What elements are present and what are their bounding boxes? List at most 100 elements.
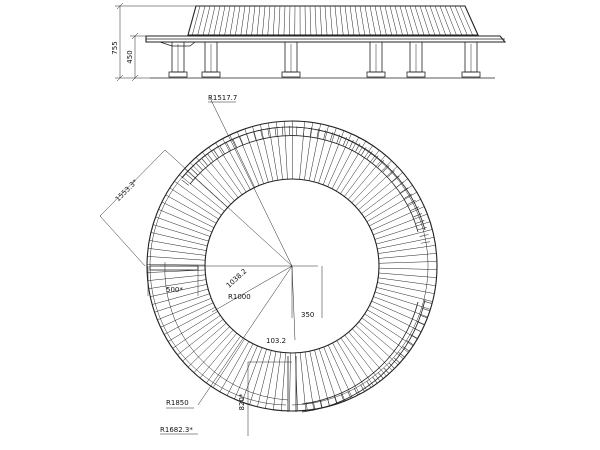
backrest-hatch (303, 126, 305, 136)
seat-slat (199, 333, 237, 379)
dim-r-sweep-inner: R1682.3* (160, 426, 193, 434)
backrest-hatch (186, 173, 194, 181)
seat-slat (168, 311, 218, 342)
seat-slat (212, 338, 245, 388)
backrest-slat (197, 5, 206, 36)
seat-slat (318, 127, 337, 184)
seat-slat (377, 282, 435, 294)
seat-slat (284, 121, 288, 180)
dim-r-center: R1000 (228, 293, 251, 301)
backrest-slat (379, 5, 387, 36)
seat-slat (367, 309, 418, 340)
backrest-hatch (361, 147, 367, 156)
seat-slat (202, 151, 239, 198)
seat-slat (195, 157, 235, 201)
backrest-hatch (355, 143, 361, 152)
bench-foot (406, 71, 426, 78)
seat-slat (371, 300, 425, 325)
backrest-hatch (424, 301, 433, 304)
backrest-hatch (388, 362, 395, 369)
seat-slat (179, 174, 225, 212)
backrest-hatch (392, 175, 400, 183)
backrest-slat (459, 5, 473, 36)
seat-slat (371, 206, 425, 231)
backrest-slat (389, 5, 398, 36)
seat-slat (148, 248, 206, 256)
backrest-slat (439, 5, 452, 36)
backrest-slat (208, 5, 216, 36)
backrest-hatch (413, 213, 422, 218)
backrest-hatch (422, 308, 430, 312)
seat-slat (364, 313, 414, 347)
seat-slat (323, 346, 346, 402)
seat-slat (241, 347, 263, 403)
backrest-hatch (387, 170, 395, 177)
backrest-slat (278, 5, 281, 36)
seat-slat (281, 352, 286, 411)
seat-slat (182, 322, 227, 362)
dim-total-height: 755 (111, 41, 119, 54)
seat-slat (340, 145, 373, 194)
backrest-slat (213, 5, 221, 36)
seat-slat (155, 216, 211, 237)
backrest-slat (374, 5, 382, 36)
seat-slat (177, 319, 224, 356)
seat-slat (160, 302, 214, 328)
backrest-hatch (260, 129, 263, 139)
seat-slat (304, 351, 314, 410)
backrest-hatch (253, 131, 257, 141)
circular-bench (146, 120, 438, 413)
seat-slats (147, 120, 437, 411)
backrest-hatch (402, 346, 410, 352)
backrest-slat (262, 5, 266, 36)
backrest-slat (202, 5, 211, 36)
backrest-hatch (196, 163, 203, 171)
backrest-slat (272, 5, 276, 36)
backrest-slat (414, 5, 425, 36)
seat-slat (150, 284, 208, 297)
seat-slat (309, 351, 322, 408)
backrest-hatch (410, 334, 418, 339)
backrest-hatch (400, 187, 409, 193)
seat-slat (355, 166, 398, 207)
backrest-slat (329, 5, 333, 36)
seat-slat (376, 287, 433, 302)
seat-slat (148, 279, 207, 289)
seat-slat (366, 191, 417, 222)
seat-slat (193, 329, 234, 373)
seat-slat (378, 253, 437, 259)
seat-slat (249, 349, 267, 405)
backrest-slat (369, 5, 376, 36)
backrest-slat (219, 5, 226, 36)
outer-seat-edge (146, 120, 438, 412)
seat-slat (149, 240, 207, 251)
backrest-band-lower (301, 299, 426, 413)
elevation-view: 755 450 (111, 2, 507, 82)
bench-foot (281, 71, 301, 78)
backrest-hatch (309, 127, 312, 137)
backrest-hatch (406, 340, 414, 346)
seat-slat (358, 321, 404, 360)
seat-slat (157, 298, 212, 321)
seat-surface (145, 35, 507, 43)
backrest-hatch (246, 133, 250, 143)
seat-slat (352, 328, 393, 371)
seat-slat (229, 134, 255, 188)
seat-slat (374, 221, 431, 240)
backrest-hatch (410, 206, 420, 211)
seat-slat (318, 348, 338, 404)
backrest-hatch (413, 327, 422, 333)
backrest-slat (344, 5, 349, 36)
backrest-slat (404, 5, 414, 36)
seat-slat (147, 264, 206, 266)
backrest-slat (304, 5, 306, 36)
dim-r-outer: R1517.7 (208, 94, 237, 102)
dim-offset-103: 103.2 (266, 337, 286, 345)
backrest-slat (235, 5, 241, 36)
seat-slat (308, 123, 321, 181)
seat-slat (276, 121, 283, 180)
seat-slat (206, 336, 241, 384)
seat-slat (187, 326, 230, 368)
seat-slat (347, 155, 386, 200)
seat-slat (369, 199, 421, 227)
